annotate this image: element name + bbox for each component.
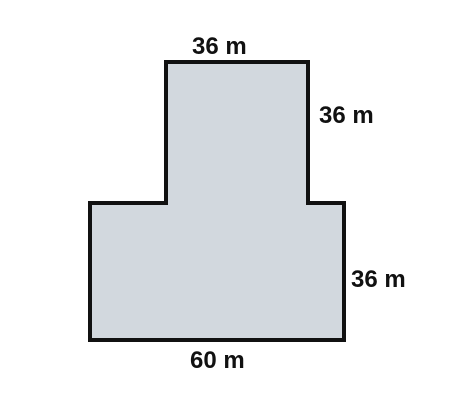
top-height-label: 36 m (319, 102, 374, 129)
top-width-label: 36 m (192, 33, 247, 60)
bottom-height-label: 36 m (351, 266, 406, 293)
bottom-width-label: 60 m (190, 347, 245, 374)
composite-shape-outline (88, 60, 346, 342)
